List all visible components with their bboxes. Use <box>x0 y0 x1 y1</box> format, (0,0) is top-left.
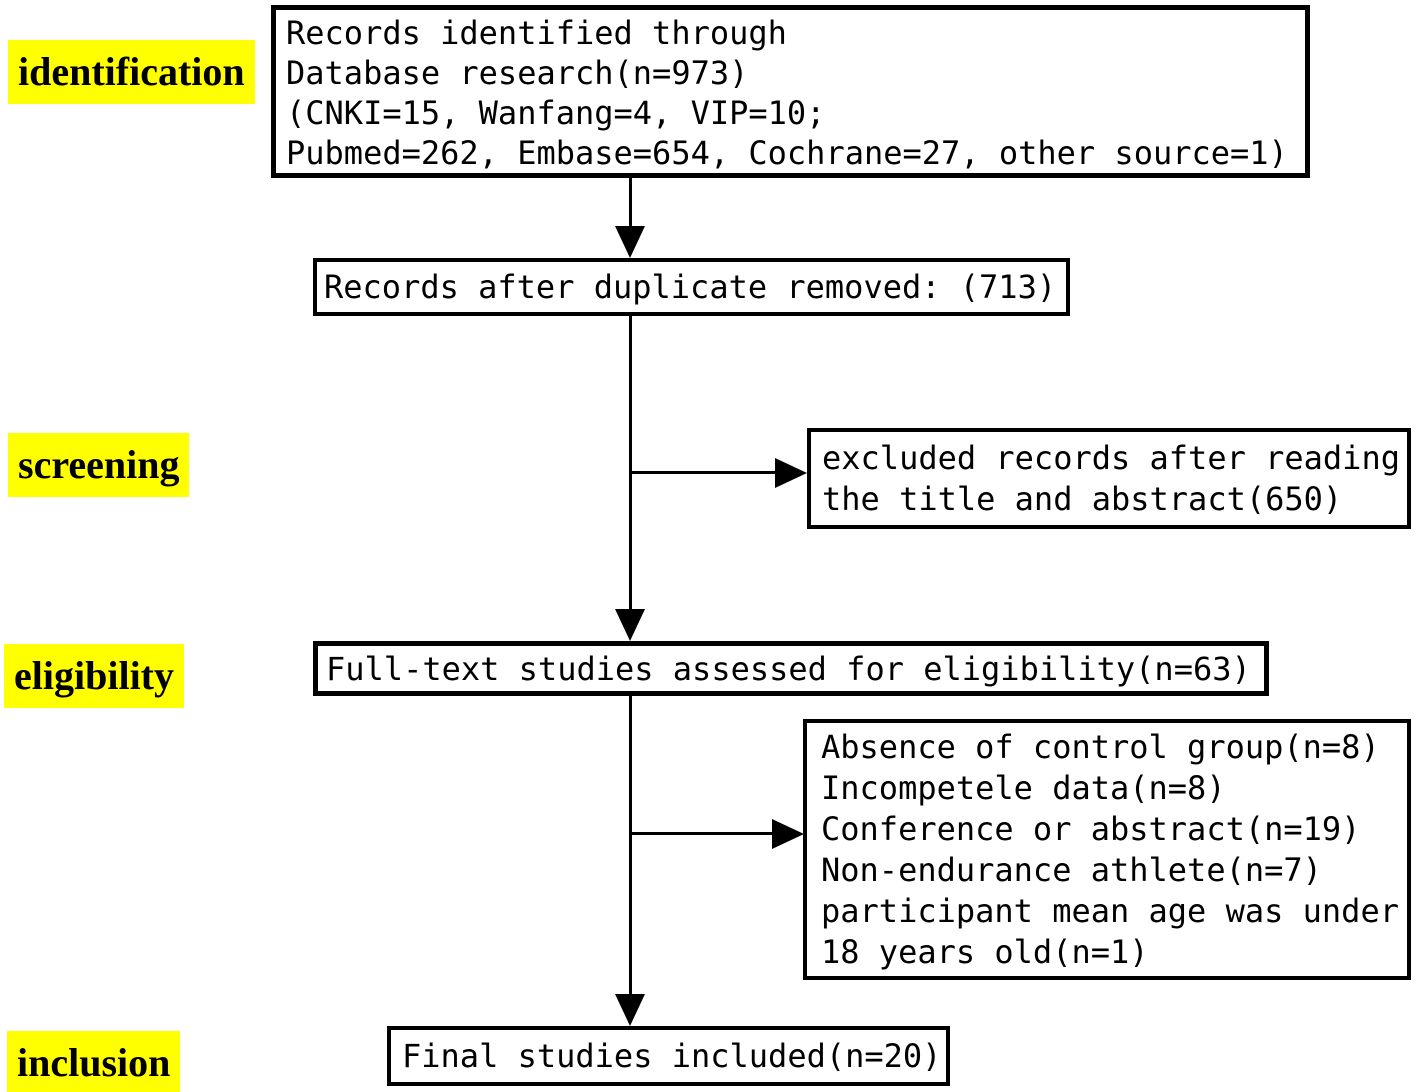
stage-label-inclusion: inclusion <box>7 1031 181 1092</box>
stage-label-identification: identification <box>8 40 255 104</box>
excluded-eligibility-line: participant mean age was under <box>821 892 1399 930</box>
box-records-identified: Records identified through Database rese… <box>271 5 1310 178</box>
excluded-eligibility-line: Incompetele data(n=8) <box>821 769 1226 807</box>
arrowhead-down-final <box>615 994 645 1026</box>
connector-line-identified-to-dedup <box>629 178 632 228</box>
connector-line-to-screening-exclusion <box>630 471 777 474</box>
box-excluded-screening: excluded records after reading the title… <box>807 428 1411 529</box>
box-final-included: Final studies included(n=20) <box>387 1026 950 1086</box>
records-identified-line: Pubmed=262, Embase=654, Cochrane=27, oth… <box>286 134 1288 172</box>
final-included-text: Final studies included(n=20) <box>402 1037 942 1075</box>
fulltext-assessed-text: Full-text studies assessed for eligibili… <box>326 649 1251 688</box>
excluded-eligibility-line: Conference or abstract(n=19) <box>821 810 1361 848</box>
excluded-eligibility-line: 18 years old(n=1) <box>821 933 1149 971</box>
arrowhead-down-fulltext <box>615 609 645 641</box>
stage-label-screening: screening <box>8 433 190 497</box>
excluded-eligibility-line: Non-endurance athlete(n=7) <box>821 851 1322 889</box>
connector-line-to-eligibility-exclusion <box>630 832 774 835</box>
stage-label-eligibility: eligibility <box>4 644 184 708</box>
records-identified-line: (CNKI=15, Wanfang=4, VIP=10; <box>286 94 826 132</box>
box-excluded-eligibility: Absence of control group(n=8) Incompetel… <box>803 719 1411 980</box>
arrowhead-right-eligibility-exclusion <box>772 819 804 849</box>
duplicates-removed-text: Records after duplicate removed: (713) <box>324 268 1057 306</box>
records-identified-line: Database research(n=973) <box>286 54 749 92</box>
box-fulltext-assessed: Full-text studies assessed for eligibili… <box>313 641 1269 696</box>
excluded-screening-line: excluded records after reading <box>822 439 1400 477</box>
box-duplicates-removed: Records after duplicate removed: (713) <box>313 258 1070 316</box>
arrowhead-down-dedup <box>615 226 645 258</box>
arrowhead-right-screening-exclusion <box>775 458 807 488</box>
connector-line-fulltext-to-final <box>629 696 632 996</box>
excluded-eligibility-line: Absence of control group(n=8) <box>821 728 1380 766</box>
records-identified-line: Records identified through <box>286 14 787 52</box>
excluded-screening-line: the title and abstract(650) <box>822 480 1343 518</box>
connector-line-dedup-to-fulltext <box>629 316 632 611</box>
